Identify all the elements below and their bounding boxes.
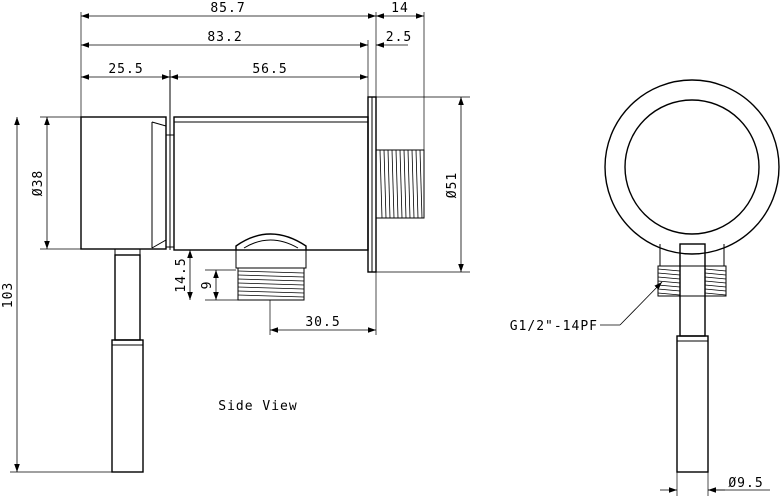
thread-line bbox=[657, 276, 681, 280]
dim-body-length: 83.2 bbox=[207, 30, 242, 45]
dim-outlet-offset: 30.5 bbox=[305, 315, 340, 330]
front-thread bbox=[657, 265, 727, 297]
front-flange bbox=[604, 79, 780, 255]
thread-line bbox=[657, 272, 681, 276]
thread-line bbox=[403, 149, 407, 219]
side-view: 85.7 14 83.2 2.5 25.5 56.5 Ø38 103 Ø51 1… bbox=[1, 1, 470, 473]
wall-flange bbox=[367, 96, 377, 273]
thread-line bbox=[657, 280, 681, 284]
thread-line bbox=[704, 276, 727, 280]
lever-handle bbox=[111, 248, 144, 473]
handle-block bbox=[80, 116, 167, 250]
thread-line bbox=[399, 149, 403, 219]
front-neck bbox=[659, 244, 725, 266]
thread-line bbox=[237, 274, 305, 278]
thread-line bbox=[237, 290, 305, 294]
dim-outlet-height: 14.5 bbox=[174, 257, 189, 292]
view-title: Side View bbox=[218, 399, 297, 414]
thread-callout: G1/2"-14PF bbox=[510, 281, 663, 334]
thread-line bbox=[379, 149, 383, 219]
dimension-lines bbox=[14, 13, 464, 472]
dim-outlet-thread-height: 9 bbox=[200, 281, 215, 290]
thread-line bbox=[704, 268, 727, 272]
front-lever bbox=[676, 243, 709, 473]
thread-line bbox=[704, 288, 727, 292]
thread-line bbox=[419, 149, 423, 219]
thread-line bbox=[391, 149, 395, 219]
outlet-connector bbox=[235, 233, 307, 301]
thread-line bbox=[657, 288, 681, 292]
thread-line bbox=[395, 149, 399, 219]
thread-line bbox=[411, 149, 415, 219]
lever-diameter-dim: Ø9.5 bbox=[660, 472, 770, 496]
thread-line bbox=[657, 292, 681, 296]
thread-line bbox=[704, 272, 727, 276]
dim-handle-block-length: 25.5 bbox=[108, 62, 143, 77]
thread-line bbox=[657, 284, 681, 288]
dim-lever-diameter: Ø9.5 bbox=[728, 476, 763, 491]
front-view: G1/2"-14PF Ø9.5 bbox=[510, 79, 780, 496]
dim-overall-length: 85.7 bbox=[210, 1, 245, 16]
inlet-thread bbox=[375, 149, 425, 219]
dim-body-right-length: 56.5 bbox=[252, 62, 287, 77]
dim-thread-length: 14 bbox=[391, 1, 409, 16]
thread-line bbox=[383, 149, 387, 219]
thread-line bbox=[704, 284, 727, 288]
joint-collar bbox=[165, 70, 175, 250]
thread-callout-label: G1/2"-14PF bbox=[510, 319, 598, 334]
thread-line bbox=[387, 149, 391, 219]
dim-flange-thickness: 2.5 bbox=[386, 30, 412, 45]
thread-line bbox=[237, 270, 305, 274]
thread-line bbox=[237, 278, 305, 282]
extension-lines bbox=[10, 12, 470, 473]
valve-body bbox=[173, 116, 369, 251]
thread-line bbox=[237, 286, 305, 290]
dim-flange-diameter: Ø51 bbox=[445, 172, 460, 198]
thread-line bbox=[704, 292, 727, 296]
thread-line bbox=[407, 149, 411, 219]
dim-body-diameter: Ø38 bbox=[31, 170, 46, 196]
dim-overall-height: 103 bbox=[1, 282, 16, 308]
thread-line bbox=[657, 268, 681, 272]
thread-line bbox=[237, 282, 305, 286]
thread-line bbox=[237, 294, 305, 298]
thread-line bbox=[704, 280, 727, 284]
thread-line bbox=[415, 149, 419, 219]
